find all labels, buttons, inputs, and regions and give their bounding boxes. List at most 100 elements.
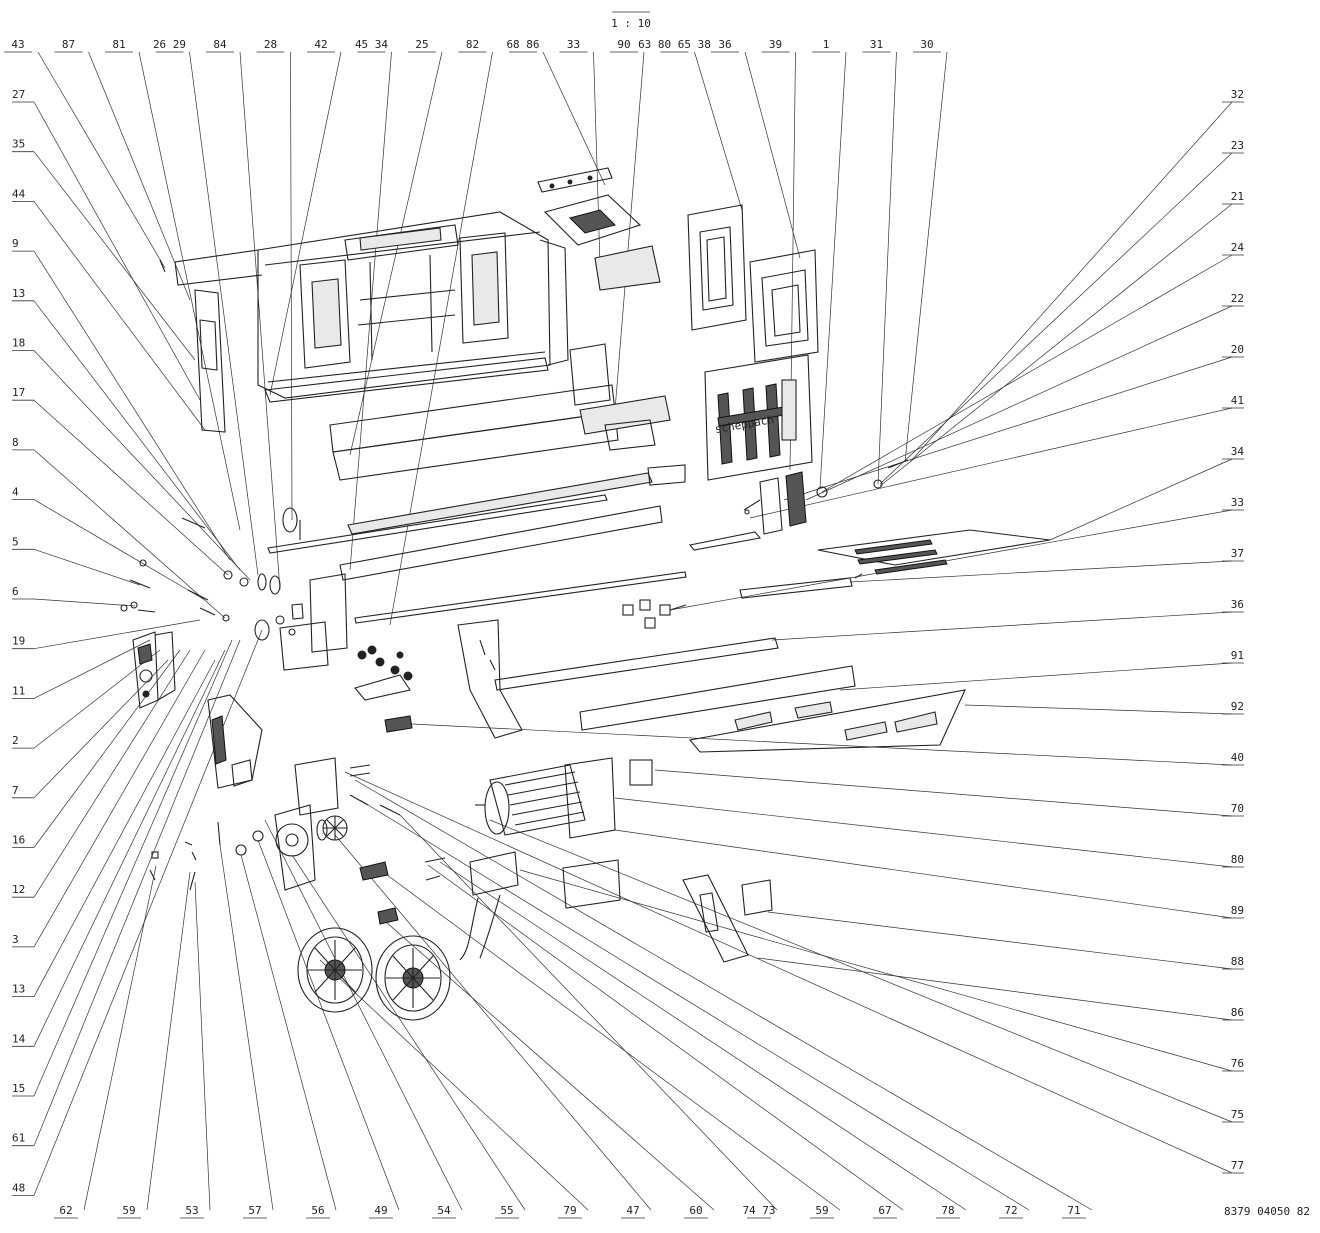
part-label-top_labels: 45 34 [355, 38, 388, 51]
part-label-bottom_labels: 79 [563, 1204, 576, 1217]
leader-line [614, 51, 645, 411]
leader-line [757, 957, 1233, 1021]
leader-line [909, 101, 1233, 463]
part-label-top_labels: 42 [314, 38, 327, 51]
wheel-clamps [359, 861, 399, 925]
part-label-top_labels: 90 [617, 38, 630, 51]
part-label-right_labels: 37 [1231, 547, 1244, 560]
cover-plate [459, 851, 621, 961]
leader-line [33, 598, 136, 607]
leader-line [744, 51, 801, 259]
part-label-left_labels: 44 [12, 187, 26, 200]
part-label-top_labels: 25 [415, 38, 428, 51]
part-label-right_labels: 92 [1231, 700, 1244, 713]
leader-line [33, 151, 196, 361]
leader-line [33, 639, 233, 1097]
leader-line [146, 871, 191, 1211]
part-label-left_labels: 6 [12, 585, 19, 598]
switch-box [759, 459, 909, 535]
part-label-bottom_labels: 54 [437, 1204, 451, 1217]
part-label-right_labels: 33 [1231, 496, 1244, 509]
leader-line [439, 861, 967, 1211]
part-label-left_labels: 7 [12, 784, 19, 797]
leader-line [669, 509, 1233, 611]
leader-line [879, 152, 1233, 485]
part-label-bottom_labels: 56 [311, 1204, 324, 1217]
part-label-left_labels: 19 [12, 635, 25, 648]
part-label-top_labels: 81 [112, 38, 125, 51]
control-switch-housing [132, 631, 176, 709]
leader-line [83, 865, 157, 1211]
leader-line [33, 201, 206, 431]
part-label-right_labels: 86 [1231, 1006, 1244, 1019]
leader-line [319, 959, 589, 1211]
part-label-left_labels: 13 [12, 287, 25, 300]
leader-line [33, 659, 216, 997]
part-label-bottom_labels: 59 [815, 1204, 828, 1217]
bracket-parts [279, 573, 348, 671]
leader-line [33, 399, 229, 576]
leader-line [839, 662, 1233, 691]
frame-bars [579, 665, 966, 753]
part-label-top_labels: 36 [718, 38, 731, 51]
drawing-number: 8379 04050 82 [1224, 1205, 1310, 1218]
leader-line [33, 629, 263, 1196]
leader-line [359, 799, 1030, 1211]
part-label-right_labels: 76 [1231, 1057, 1244, 1070]
part-label-left_labels: 4 [12, 486, 19, 499]
leader-line [33, 449, 226, 619]
part-label-top_labels: 68 86 [506, 38, 539, 51]
part-label-right_labels: 23 [1231, 139, 1244, 152]
part-label-right_labels: 88 [1231, 955, 1244, 968]
part-label-right_labels: 36 [1231, 598, 1244, 611]
guide-rods [267, 464, 853, 624]
part-label-left_labels: 11 [12, 684, 25, 697]
table-plate [817, 529, 1051, 575]
leader-line [805, 305, 1233, 501]
fan-disc [316, 815, 348, 841]
part-label-right_labels: 41 [1231, 394, 1244, 407]
part-label-bottom_labels: 74 73 [742, 1204, 775, 1217]
part-label-right_labels: 70 [1231, 802, 1244, 815]
leader-line [88, 51, 191, 301]
leader-line [33, 548, 141, 586]
part-label-bottom_labels: 59 [122, 1204, 135, 1217]
washers-rings [254, 507, 298, 641]
part-label-right_labels: 77 [1231, 1159, 1244, 1172]
main-housing-cover [174, 211, 569, 403]
label-plate: scheppach [704, 354, 813, 481]
leader-line [819, 51, 847, 489]
part-label-left_labels: 17 [12, 386, 25, 399]
part-label-bottom_labels: 62 [59, 1204, 72, 1217]
leader-line [654, 769, 1233, 817]
part-label-right_labels: 80 [1231, 853, 1244, 866]
handle-frame-upper [687, 204, 747, 331]
leader-lines [33, 51, 1233, 1211]
part-label-left_labels: 48 [12, 1181, 25, 1194]
part-label-left_labels: 18 [12, 337, 25, 350]
part-label-top_labels: 31 [870, 38, 883, 51]
leader-line [964, 704, 1233, 715]
leader-line [489, 819, 1233, 1123]
leader-line [767, 911, 1233, 970]
small-fasteners [299, 499, 863, 611]
part-label-bottom_labels: 72 [1004, 1204, 1017, 1217]
leader-line [33, 649, 161, 749]
wheel-left [297, 927, 373, 1013]
leader-line [334, 834, 652, 1211]
leader-line [257, 839, 400, 1211]
part-label-bottom_labels: 55 [500, 1204, 513, 1217]
top-plate-parts [537, 167, 661, 291]
leader-line [849, 560, 1233, 583]
leader-line [33, 619, 201, 650]
leader-line [33, 649, 191, 898]
part-label-bottom_labels: 53 [185, 1204, 198, 1217]
part-label-right_labels: 21 [1231, 190, 1244, 203]
leader-line [219, 844, 274, 1211]
part-label-bottom_labels: 78 [941, 1204, 954, 1217]
leader-line [354, 779, 1093, 1211]
part-label-top_labels: 87 [62, 38, 75, 51]
part-label-bottom_labels: 60 [689, 1204, 702, 1217]
